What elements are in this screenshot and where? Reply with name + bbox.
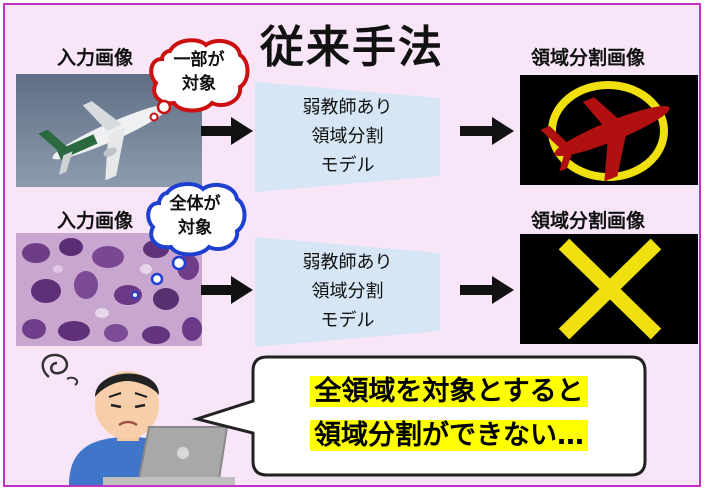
row2-model-box: 弱教師あり 領域分割 モデル (255, 237, 440, 347)
right-arrow-icon (201, 276, 253, 304)
row2-output-image (520, 234, 698, 344)
slide-title: 従来手法 (260, 22, 444, 73)
row2-bubble-line1: 全体が (169, 194, 221, 214)
row2-output-label: 領域分割画像 (531, 210, 646, 232)
row1-output-image (520, 75, 698, 185)
speech-line1: 全領域を対象とすると (253, 371, 645, 413)
row1-model-box: 弱教師あり 領域分割 モデル (255, 82, 440, 192)
tissue-image (16, 233, 202, 346)
row2-input-label: 入力画像 (57, 210, 134, 232)
cross-mark-icon (558, 238, 662, 340)
worried-person-illustration (11, 351, 239, 485)
row2-model-line2: 領域分割 (311, 281, 384, 302)
speech-line2: 領域分割ができない… (253, 415, 645, 457)
row1-thought-bubble: 一部が 対象 (148, 37, 250, 123)
row1-model-line2: 領域分割 (311, 126, 384, 147)
row2-bubble-line2: 対象 (178, 218, 212, 238)
row2-model-line1: 弱教師あり (302, 252, 393, 273)
row1-output-label: 領域分割画像 (531, 47, 646, 69)
speech-bubble: 全領域を対象とすると 領域分割ができない… (183, 349, 653, 481)
row1-bubble-line1: 一部が (173, 50, 225, 70)
slide: 従来手法 入力画像 (3, 3, 701, 487)
row2-model-line3: モデル (320, 310, 375, 331)
row2-thought-bubble: 全体が 対象 (123, 181, 249, 303)
row1-bubble-line2: 対象 (182, 74, 216, 94)
row1-model-line1: 弱教師あり (302, 97, 393, 118)
right-arrow-icon (460, 276, 514, 304)
right-arrow-icon (460, 117, 514, 145)
row1-input-label: 入力画像 (57, 47, 134, 69)
row1-model-line3: モデル (320, 155, 375, 176)
right-arrow-icon (201, 117, 253, 145)
